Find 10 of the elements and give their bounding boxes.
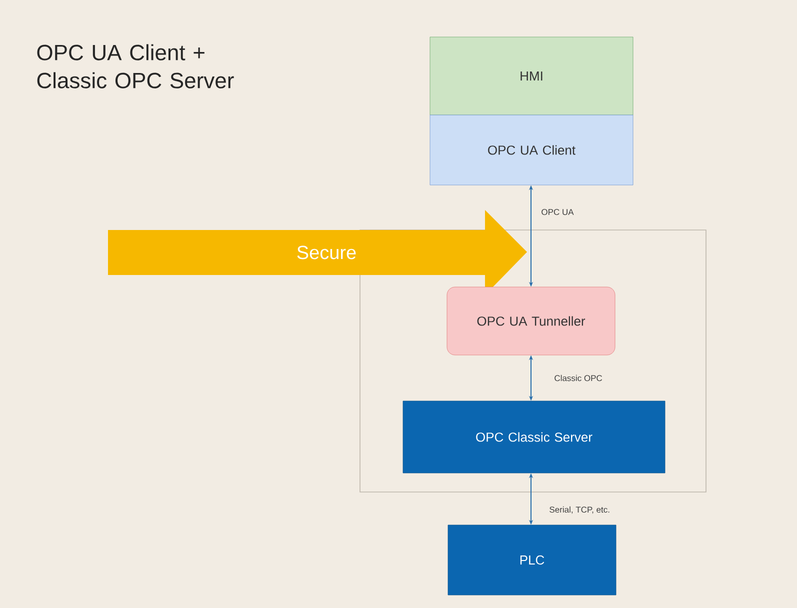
plc-box: PLC bbox=[448, 524, 616, 596]
edge-label: Serial, TCP, etc. bbox=[550, 506, 610, 514]
edge-label: Classic OPC bbox=[554, 374, 602, 382]
tunneller-box: OPC UA Tunneller bbox=[446, 286, 616, 356]
hmi-box: HMI bbox=[430, 36, 634, 116]
edge-label: OPC UA bbox=[542, 209, 574, 215]
group-frame bbox=[360, 230, 706, 492]
client-box: OPC UA Client bbox=[430, 114, 634, 186]
slide-title: OPC UA Client + Classic OPC Server bbox=[37, 44, 234, 88]
server-box: OPC Classic Server bbox=[402, 400, 666, 474]
